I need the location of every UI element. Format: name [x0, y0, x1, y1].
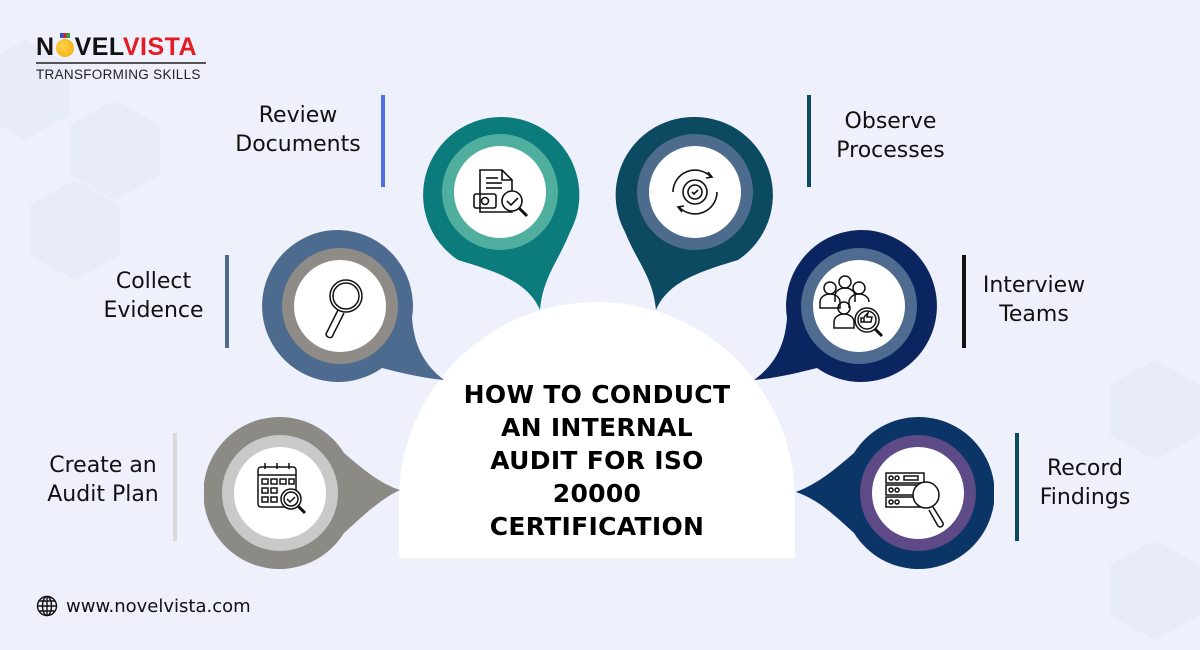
accent-bar-create-audit-plan — [173, 433, 177, 541]
label-line: Interview — [982, 273, 1086, 298]
step-label-create-audit-plan: Create an Audit Plan — [32, 451, 174, 509]
title-line: CERTIFICATION — [489, 512, 705, 541]
step-pin-record-findings — [796, 416, 994, 569]
accent-bar-collect-evidence — [225, 255, 229, 348]
label-line: Teams — [999, 302, 1069, 327]
step-label-collect-evidence: Collect Evidence — [86, 267, 221, 325]
decorative-hexagon — [1110, 540, 1200, 640]
step-pin-observe-processes — [615, 116, 773, 310]
logo-letter-n: N — [36, 33, 55, 61]
logo-text-vel: VEL — [74, 33, 123, 61]
step-label-observe-processes: Observe Processes — [818, 107, 963, 165]
footer-website: www.novelvista.com — [36, 595, 251, 617]
label-line: Create an — [49, 453, 157, 478]
website-link[interactable]: www.novelvista.com — [66, 595, 251, 617]
logo-divider — [36, 62, 206, 64]
decorative-hexagon — [1110, 360, 1200, 460]
step-label-interview-teams: Interview Teams — [970, 271, 1098, 329]
accent-bar-observe-processes — [807, 95, 811, 187]
accent-bar-interview-teams — [962, 255, 966, 348]
logo-text-vista: VISTA — [122, 33, 198, 61]
accent-bar-review-documents — [381, 95, 385, 187]
label-line: Audit Plan — [47, 482, 159, 507]
title-line: AUDIT FOR ISO — [490, 446, 704, 475]
document-search-icon — [473, 169, 529, 218]
label-line: Collect — [115, 269, 192, 294]
step-pin-review-documents — [423, 116, 580, 310]
gear-cycle-check-icon — [672, 169, 718, 215]
step-label-record-findings: Record Findings — [1025, 454, 1145, 512]
label-line: Processes — [836, 138, 945, 163]
globe-icon — [36, 595, 58, 617]
team-review-icon — [819, 275, 884, 338]
magnifier-icon — [325, 279, 363, 339]
label-line: Observe — [844, 109, 937, 134]
label-line: Documents — [235, 132, 361, 157]
step-pin-collect-evidence — [262, 229, 444, 382]
label-line: Findings — [1039, 485, 1131, 510]
title-line: AN INTERNAL — [500, 413, 694, 442]
page-title: HOW TO CONDUCT AN INTERNAL AUDIT FOR ISO… — [399, 378, 795, 543]
step-pin-interview-teams — [754, 229, 937, 382]
label-line: Review — [258, 103, 338, 128]
server-search-icon — [885, 472, 944, 528]
logo-medal-icon — [55, 33, 74, 57]
calendar-check-icon — [257, 463, 307, 515]
accent-bar-record-findings — [1015, 433, 1019, 541]
title-line: 20000 — [552, 479, 642, 508]
step-pin-create-audit-plan — [204, 416, 400, 569]
label-line: Record — [1046, 456, 1123, 481]
logo-tagline: TRANSFORMING SKILLS — [36, 67, 201, 82]
label-line: Evidence — [103, 298, 204, 323]
novelvista-logo: N VELVISTA TRANSFORMING SKILLS — [36, 33, 206, 82]
title-line: HOW TO CONDUCT — [463, 380, 731, 409]
step-label-review-documents: Review Documents — [218, 101, 378, 159]
